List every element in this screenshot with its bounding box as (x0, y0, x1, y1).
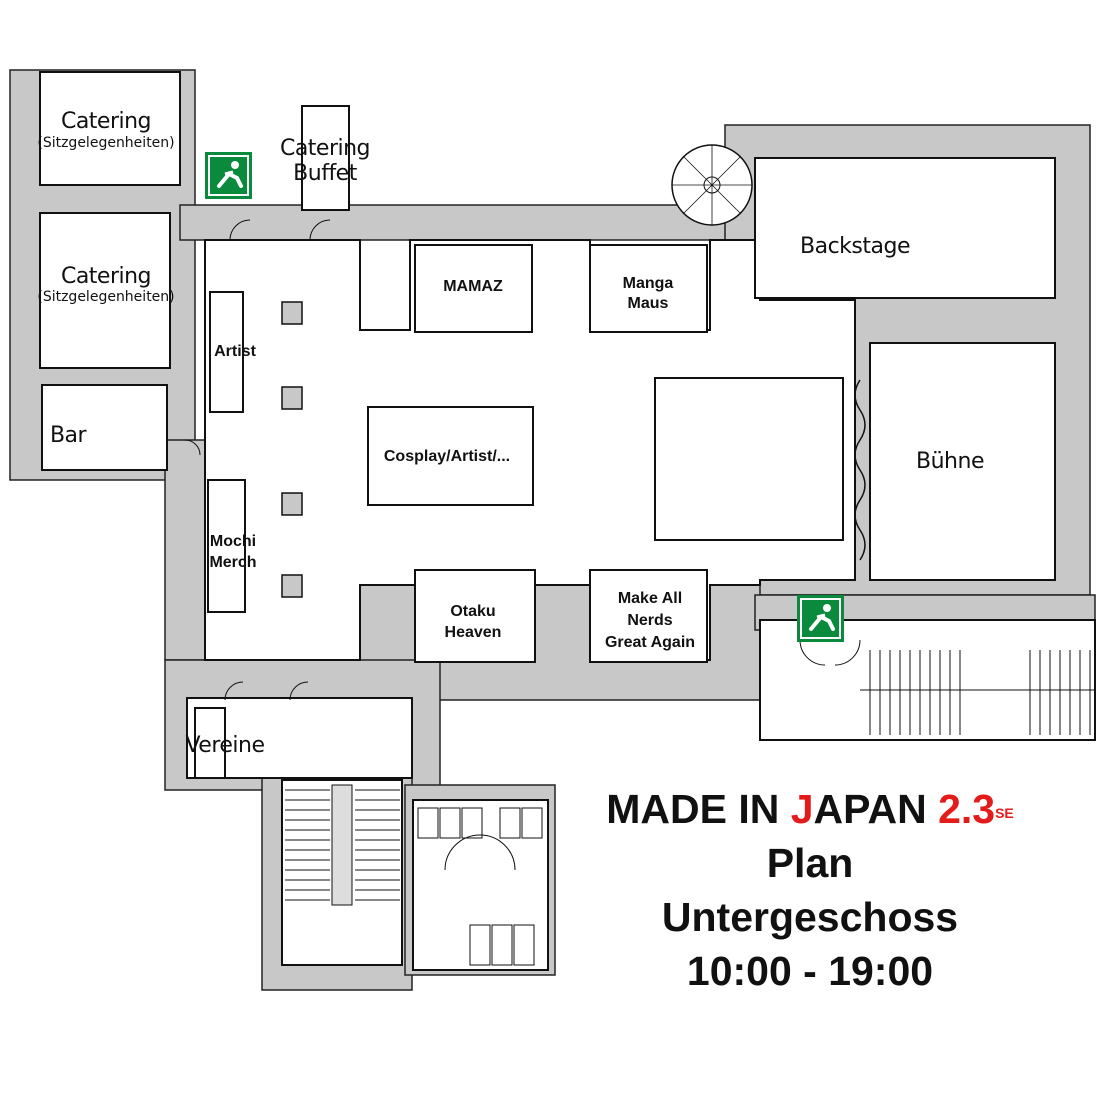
label-catering-top-sub: (Sitzgelegenheiten) (37, 135, 174, 151)
label-catering-middle-sub: (Sitzgelegenheiten) (37, 289, 174, 305)
columns (281, 301, 303, 598)
doors (184, 219, 861, 701)
booth-otaku-heaven (414, 569, 536, 663)
booth-manga-maus (589, 244, 708, 333)
stairs-bottom-right (860, 650, 1095, 735)
spiral-staircase (671, 144, 753, 226)
emergency-exit-icon (797, 595, 844, 642)
label-make-all-nerds-2: Nerds (627, 612, 672, 629)
room-sanitary (412, 799, 549, 971)
room-bar (41, 384, 168, 471)
booths (194, 244, 844, 779)
label-catering-buffet-2: Buffet (293, 161, 358, 186)
booth-mochi-merch (207, 479, 246, 613)
label-artist: Artist (214, 343, 256, 360)
label-bar: Bar (50, 423, 88, 448)
title-part-1: MADE IN (606, 786, 791, 832)
booth-mamaz (414, 244, 533, 333)
label-catering-top: Catering (61, 109, 151, 134)
booth-large-square (654, 377, 844, 541)
title-block: MADE IN JAPAN 2.3SE Plan Untergeschoss 1… (560, 782, 1060, 998)
label-manga-maus-1: Manga (623, 275, 674, 292)
event-title: MADE IN JAPAN 2.3SE (560, 782, 1060, 836)
floor-label: Untergeschoss (661, 894, 959, 940)
label-vereine: Vereine (185, 733, 264, 758)
emergency-exit-icon (205, 152, 252, 199)
booth-make-all-nerds (589, 569, 708, 663)
title-version-sup: SE (995, 805, 1014, 821)
label-otaku-heaven-1: Otaku (450, 603, 495, 620)
label-mamaz: MAMAZ (443, 278, 503, 295)
room-backstage (754, 157, 1056, 299)
label-mochi-merch-2: Merch (209, 554, 256, 571)
label-cosplay: Cosplay/Artist/... (384, 448, 510, 465)
room-catering-buffet (301, 105, 350, 211)
label-catering-buffet-1: Catering (280, 136, 370, 161)
booth-artist (209, 291, 244, 413)
room-catering-middle (39, 212, 171, 369)
label-make-all-nerds-3: Great Again (605, 634, 695, 651)
stairs-bottom-left (285, 784, 400, 906)
room-catering-top (39, 71, 181, 186)
label-backstage: Backstage (800, 234, 910, 259)
sanitary-cubicles (417, 807, 543, 966)
label-manga-maus-2: Maus (628, 295, 669, 312)
title-part-red: J (790, 786, 814, 832)
title-part-3: APAN (813, 786, 939, 832)
plan-label: Plan (766, 840, 854, 886)
booth-vereine (194, 707, 226, 779)
label-buehne: Bühne (916, 449, 984, 474)
label-otaku-heaven-2: Heaven (445, 624, 502, 641)
opening-hours: 10:00 - 19:00 (686, 948, 934, 994)
stage-curtain (854, 379, 866, 561)
label-make-all-nerds-1: Make All (618, 590, 682, 607)
room-buehne (869, 342, 1056, 581)
label-catering-middle: Catering (61, 264, 151, 289)
label-mochi-merch-1: Mochi (210, 533, 256, 550)
title-version: 2.3 (938, 786, 996, 832)
booth-cosplay (367, 406, 534, 506)
